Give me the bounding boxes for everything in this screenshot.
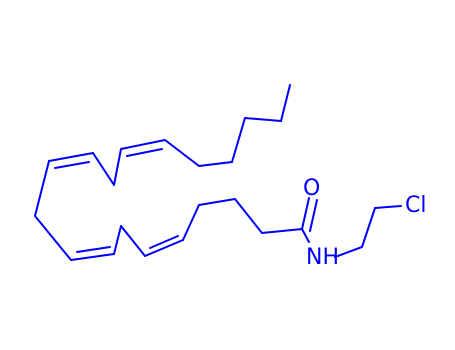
bond [244, 117, 282, 122]
bond [261, 228, 303, 234]
bond-double-inner [126, 148, 163, 157]
bond [70, 253, 115, 261]
bond [361, 207, 376, 248]
bond-layer [34, 84, 402, 261]
bond [164, 139, 200, 167]
bond-carbonyl [301, 197, 310, 230]
bond [34, 160, 50, 217]
bond [144, 239, 184, 257]
bond-double-inner [54, 161, 90, 169]
bond [113, 225, 122, 255]
bond [280, 84, 291, 122]
bond [231, 117, 246, 163]
bond [34, 215, 72, 261]
bond [374, 205, 402, 209]
bond [92, 152, 115, 186]
bond [120, 139, 166, 150]
bond-double-inner [76, 246, 111, 253]
bond [48, 152, 94, 162]
oxygen-atom-label: O [303, 176, 320, 201]
chlorine-atom-label: Cl [405, 193, 426, 218]
bond-carbonyl-inner [309, 199, 318, 232]
bond [198, 198, 236, 206]
bond [120, 225, 146, 257]
bond [334, 246, 363, 258]
amide-nitrogen-label: NH [306, 245, 339, 270]
bond [301, 228, 310, 243]
bond [234, 198, 263, 234]
bond [182, 204, 200, 241]
bond-double-inner [149, 235, 179, 249]
bond [113, 148, 122, 186]
bond [198, 161, 233, 167]
